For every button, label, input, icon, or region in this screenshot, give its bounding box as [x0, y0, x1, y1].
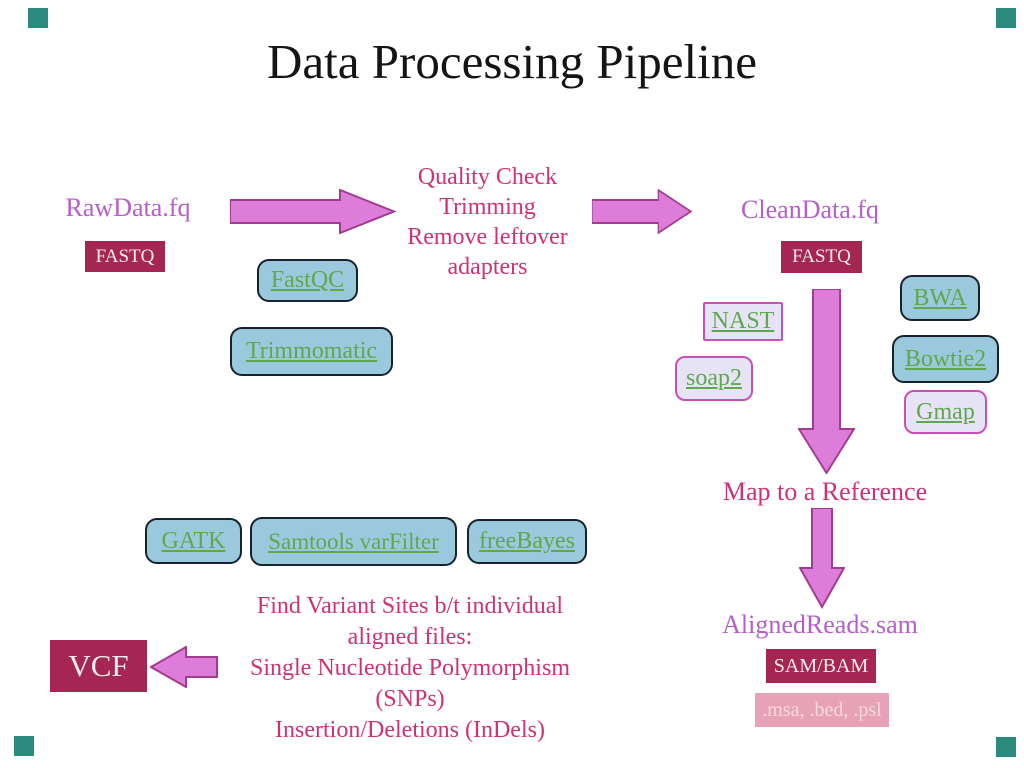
corner-marker	[28, 8, 48, 28]
page-title: Data Processing Pipeline	[267, 34, 757, 89]
qc-line: adapters	[447, 254, 528, 280]
variant-line: (SNPs)	[375, 686, 445, 712]
corner-marker	[14, 736, 34, 756]
fastq-format-badge: FASTQ	[85, 241, 165, 272]
qc-line: Remove leftover	[407, 224, 568, 250]
variant-description: Find Variant Sites b/t individual aligne…	[190, 591, 630, 746]
bowtie2-link[interactable]: Bowtie2	[892, 335, 999, 383]
arrow-clean-to-map-icon	[798, 289, 855, 474]
vcf-output-box: VCF	[50, 640, 147, 692]
variant-line: Find Variant Sites b/t individual	[256, 593, 564, 619]
trimmomatic-link[interactable]: Trimmomatic	[230, 327, 393, 376]
samtools-varfilter-link[interactable]: Samtools varFilter	[250, 517, 457, 566]
nast-link[interactable]: NAST	[703, 302, 783, 341]
variant-line: aligned files:	[347, 624, 473, 650]
freebayes-link[interactable]: freeBayes	[467, 519, 587, 564]
variant-line: Single Nucleotide Polymorphism	[250, 655, 570, 681]
fastqc-link[interactable]: FastQC	[257, 259, 358, 302]
alt-formats-badge: .msa, .bed, .psl	[755, 693, 889, 727]
alignedreads-file-label: AlignedReads.sam	[722, 610, 918, 639]
sambam-format-badge: SAM/BAM	[766, 649, 876, 683]
qc-line: Trimming	[439, 194, 536, 220]
arrow-raw-to-qc-icon	[230, 189, 396, 234]
corner-marker	[996, 737, 1016, 757]
qc-description: Quality Check Trimming Remove leftover a…	[380, 162, 595, 282]
fastq-format-badge: FASTQ	[781, 241, 862, 273]
bwa-link[interactable]: BWA	[900, 275, 980, 321]
rawdata-file-label: RawData.fq	[65, 193, 191, 222]
map-to-reference-label: Map to a Reference	[722, 477, 928, 506]
gatk-link[interactable]: GATK	[145, 518, 242, 564]
corner-marker	[996, 8, 1016, 28]
arrow-map-to-aligned-icon	[799, 508, 845, 609]
arrow-qc-to-clean-icon	[592, 189, 692, 234]
soap2-link[interactable]: soap2	[675, 356, 753, 401]
cleandata-file-label: CleanData.fq	[741, 195, 879, 224]
qc-line: Quality Check	[417, 164, 558, 190]
variant-line: Insertion/Deletions (InDels)	[275, 717, 545, 743]
gmap-link[interactable]: Gmap	[904, 390, 987, 434]
arrow-aligned-to-vcf-icon	[150, 646, 218, 688]
